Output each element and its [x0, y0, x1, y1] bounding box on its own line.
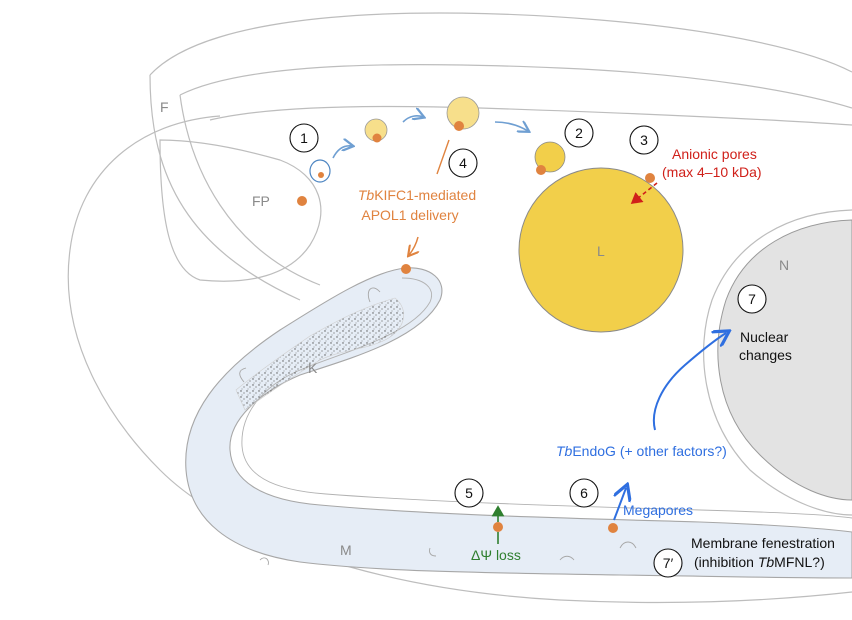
apol1-vesicle-1: [318, 172, 324, 178]
fenestration-text-2: (inhibition TbMFNL?): [694, 554, 825, 570]
anionic-pore-arrow: [630, 182, 658, 204]
flagellum-label: F: [160, 99, 169, 115]
cell-membrane-top: [209, 105, 852, 126]
kifc1-arrow: [409, 236, 418, 255]
step-2: 2: [564, 118, 594, 148]
lysosome-label: L: [597, 243, 605, 259]
trafficking-arrow-1: [332, 146, 352, 159]
apol1-mito-dpsi: [493, 522, 503, 532]
fenestration-text-1: Membrane fenestration: [691, 535, 835, 551]
trafficking-arrow-3: [494, 122, 528, 131]
svg-text:1: 1: [300, 130, 308, 146]
dpsi-loss-text: ΔΨ loss: [471, 547, 521, 563]
vesicle-4: [534, 141, 566, 173]
trafficking-arrow-2: [402, 116, 423, 123]
step-6: 6: [569, 478, 599, 508]
flagellum-outer: [149, 12, 852, 76]
kifc1-connector-line: [436, 139, 450, 175]
flagellum-inner: [179, 63, 852, 109]
lysosome: [518, 167, 684, 333]
flagellar-pocket: [159, 139, 322, 282]
anionic-pores-text: Anionic pores: [672, 146, 757, 162]
cell-outline: [67, 115, 852, 604]
flagellar-pocket-label: FP: [252, 193, 270, 209]
flagellum-lines: [149, 74, 321, 301]
step-7-prime: 7′: [653, 548, 683, 578]
nucleus-label: N: [779, 257, 789, 273]
step-1: 1: [289, 123, 319, 153]
svg-text:3: 3: [640, 132, 648, 148]
mitochondrion-label: M: [340, 542, 352, 558]
kifc1-text: TbKIFC1-mediated: [358, 187, 476, 203]
mitochondrion-inner-membrane: [241, 277, 852, 519]
apol1-fp: [297, 196, 307, 206]
apol1-vesicle-3: [454, 121, 464, 131]
step-5: 5: [454, 478, 484, 508]
step-4: 4: [448, 148, 478, 178]
nucleus-envelope-outer: [703, 209, 852, 516]
apol1-mito-outer: [401, 264, 411, 274]
apol1-mito-megapore: [608, 523, 618, 533]
svg-text:7: 7: [748, 291, 756, 307]
step-3: 3: [629, 125, 659, 155]
svg-text:7′: 7′: [663, 555, 674, 571]
endog-arrow: [652, 333, 726, 431]
apol1-delivery-text: APOL1 delivery: [361, 207, 458, 223]
mitochondrion-cristae: [239, 287, 637, 566]
kinetoplast-label: K: [308, 360, 318, 376]
nuclear-changes-text-1: Nuclear: [740, 329, 789, 345]
apol1-vesicle-2: [372, 133, 382, 143]
svg-text:4: 4: [459, 155, 467, 171]
step-7: 7: [737, 284, 767, 314]
apol1-lysosome-membrane: [645, 173, 655, 183]
apol1-vesicle-4: [536, 165, 546, 175]
anionic-pores-size-text: (max 4–10 kDa): [662, 164, 762, 180]
megapores-text: Megapores: [623, 502, 693, 518]
svg-text:2: 2: [575, 125, 583, 141]
nuclear-changes-text-2: changes: [739, 347, 792, 363]
kinetoplast: [235, 297, 404, 411]
svg-text:5: 5: [465, 485, 473, 501]
megapores-arrow: [613, 488, 626, 521]
vesicle-1: [309, 159, 331, 183]
svg-text:6: 6: [580, 485, 588, 501]
endog-text: TbEndoG (+ other factors?): [556, 443, 727, 459]
